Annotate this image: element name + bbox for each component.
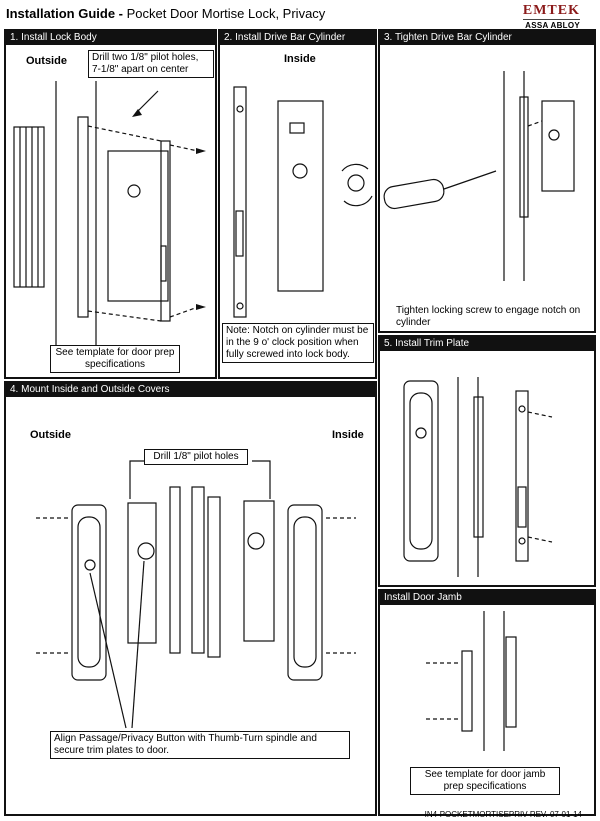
label-inside: Inside [284, 53, 316, 65]
panel-title: 5. Install Trim Plate [380, 337, 594, 351]
screwdriver-illustration [383, 71, 575, 281]
panel-mount-covers: 4. Mount Inside and Outside Covers Outsi… [4, 381, 377, 816]
note-tighten-screw: Tighten locking screw to engage notch on… [396, 305, 581, 328]
covers-illustration [36, 460, 356, 729]
note-notch-position: Note: Notch on cylinder must be in the 9… [222, 323, 374, 363]
brand-name: EMTEK [522, 3, 580, 18]
label-outside: Outside [30, 429, 71, 441]
callout-drill-pilot-holes: Drill 1/8" pilot holes [144, 449, 248, 465]
panel-title: 3. Tighten Drive Bar Cylinder [380, 31, 594, 45]
lock-body-illustration [13, 81, 206, 361]
label-inside: Inside [332, 429, 364, 441]
panel-title: 2. Install Drive Bar Cylinder [220, 31, 375, 45]
door-jamb-illustration [426, 611, 517, 751]
panel-install-drive-bar-cylinder: 2. Install Drive Bar Cylinder Inside Not… [218, 29, 377, 379]
drive-bar-illustration [233, 86, 373, 318]
panel-install-door-jamb: Install Door Jamb See template for door … [378, 589, 596, 816]
panel-tighten-drive-bar-cylinder: 3. Tighten Drive Bar Cylinder Tighten lo… [378, 29, 596, 333]
footer-doc-id: IN4-POCKETMORTISEPRIV REV. 07-01-14 [424, 810, 582, 819]
brand-logo: EMTEK ASSA ABLOY [522, 3, 580, 30]
callout-pilot-holes: Drill two 1/8" pilot holes, 7-1/8" apart… [88, 50, 214, 78]
trim-plate-illustration [403, 377, 553, 577]
panel-install-trim-plate: 5. Install Trim Plate [378, 335, 596, 587]
page-title: Installation Guide - Pocket Door Mortise… [6, 6, 326, 21]
label-outside: Outside [26, 55, 67, 67]
panel-install-lock-body: 1. Install Lock Body Outside Drill two 1… [4, 29, 217, 379]
panel-title: 4. Mount Inside and Outside Covers [6, 383, 375, 397]
panel-title: Install Door Jamb [380, 591, 594, 605]
note-jamb-prep: See template for door jamb prep specific… [410, 767, 560, 795]
note-door-prep: See template for door prep specification… [50, 345, 180, 373]
brand-parent: ASSA ABLOY [522, 19, 580, 30]
callout-align-button: Align Passage/Privacy Button with Thumb-… [50, 731, 350, 759]
panel-title: 1. Install Lock Body [6, 31, 215, 45]
